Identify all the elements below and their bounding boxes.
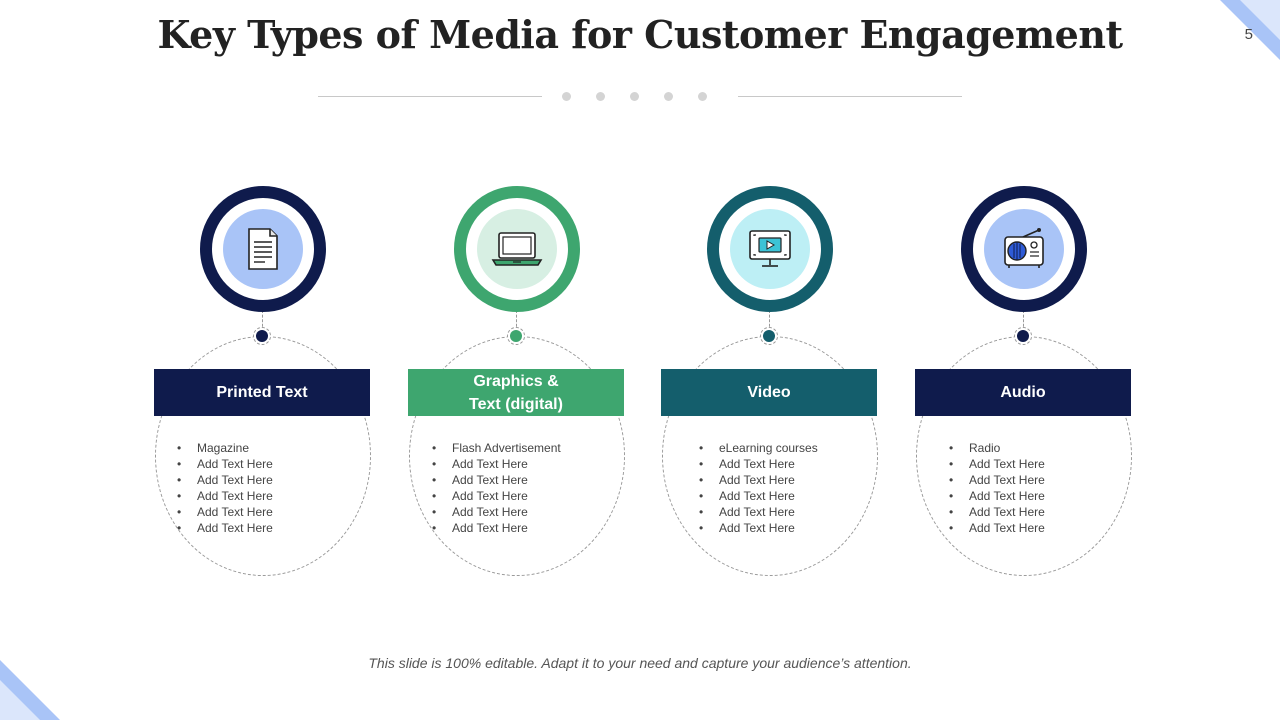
card-title-text: Video [747, 384, 791, 401]
list-item: Add Text Here [949, 472, 1045, 488]
list-item: Add Text Here [177, 472, 273, 488]
slide-title: Key Types of Media for Customer Engageme… [157, 12, 1123, 57]
connector-line [262, 310, 263, 336]
icon-ring [707, 186, 833, 312]
list-item: Add Text Here [432, 456, 561, 472]
card-title: Video [661, 369, 877, 416]
card-bullet-list: Magazine Add Text Here Add Text Here Add… [177, 440, 273, 536]
card-title: Audio [915, 369, 1131, 416]
radio-icon [1004, 228, 1044, 268]
card-title-text: Printed Text [216, 384, 308, 401]
connector-line [769, 310, 770, 336]
media-card-audio: Audio Radio Add Text Here Add Text Here … [915, 186, 1132, 578]
card-title-text: Graphics & Text (digital) [469, 370, 563, 416]
media-card-video: Video eLearning courses Add Text Here Ad… [661, 186, 878, 578]
list-item: Add Text Here [949, 488, 1045, 504]
list-item: Add Text Here [177, 504, 273, 520]
card-bullet-list: eLearning courses Add Text Here Add Text… [699, 440, 818, 536]
list-item: Add Text Here [432, 472, 561, 488]
card-title-text: Audio [1000, 384, 1046, 401]
list-item: Add Text Here [177, 520, 273, 536]
list-item: eLearning courses [699, 440, 818, 456]
connector-line [516, 310, 517, 336]
title-divider-dots [562, 92, 707, 101]
list-item: Magazine [177, 440, 273, 456]
card-title: Graphics & Text (digital) [408, 369, 624, 416]
connector-node [760, 327, 778, 345]
list-item: Add Text Here [949, 520, 1045, 536]
title-divider-left [318, 96, 542, 97]
list-item: Radio [949, 440, 1045, 456]
connector-line [1023, 310, 1024, 336]
icon-ring [961, 186, 1087, 312]
list-item: Add Text Here [699, 456, 818, 472]
card-title: Printed Text [154, 369, 370, 416]
list-item: Add Text Here [432, 488, 561, 504]
connector-node [507, 327, 525, 345]
connector-node [1014, 327, 1032, 345]
video-monitor-icon [749, 230, 791, 267]
media-card-printed-text: Printed Text Magazine Add Text Here Add … [154, 186, 371, 578]
connector-node [253, 327, 271, 345]
card-title-line-2: Text (digital) [469, 395, 563, 413]
list-item: Add Text Here [949, 504, 1045, 520]
document-icon [248, 228, 278, 270]
corner-accent-bottom-left [0, 660, 60, 720]
card-bullet-list: Radio Add Text Here Add Text Here Add Te… [949, 440, 1045, 536]
laptop-icon [491, 232, 543, 266]
icon-ring [454, 186, 580, 312]
list-item: Add Text Here [177, 488, 273, 504]
list-item: Add Text Here [699, 488, 818, 504]
slide-footer-note: This slide is 100% editable. Adapt it to… [368, 655, 912, 671]
list-item: Add Text Here [432, 520, 561, 536]
list-item: Flash Advertisement [432, 440, 561, 456]
card-bullet-list: Flash Advertisement Add Text Here Add Te… [432, 440, 561, 536]
icon-ring [200, 186, 326, 312]
list-item: Add Text Here [699, 472, 818, 488]
list-item: Add Text Here [177, 456, 273, 472]
page-number: 5 [1244, 26, 1253, 43]
media-card-graphics-text: Graphics & Text (digital) Flash Advertis… [408, 186, 625, 578]
list-item: Add Text Here [699, 520, 818, 536]
card-title-line-1: Graphics & [473, 372, 559, 390]
list-item: Add Text Here [699, 504, 818, 520]
corner-accent-top-right [1220, 0, 1280, 60]
list-item: Add Text Here [949, 456, 1045, 472]
list-item: Add Text Here [432, 504, 561, 520]
title-divider-right [738, 96, 962, 97]
